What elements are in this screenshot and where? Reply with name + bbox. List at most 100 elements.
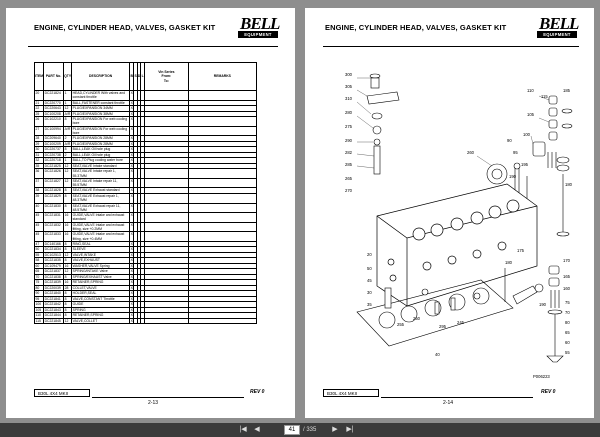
injector-parts [384, 287, 456, 315]
callout-label: 20 [367, 252, 372, 257]
callout-label: 40 [435, 352, 440, 357]
left-page: ENGINE, CYLINDER HEAD, VALVES, GASKET KI… [6, 8, 295, 418]
callout-label: 195 [521, 162, 529, 167]
callout-label: 170 [563, 258, 571, 263]
callout-label: 250 [413, 316, 421, 321]
viewer-toolbar: |◀ ◀ 41 / 335 ▶ ▶| [0, 423, 600, 437]
callout-label: 65 [565, 330, 570, 335]
valve-stack-lower [473, 265, 564, 363]
callout-label: 165 [563, 274, 571, 279]
callout-label: 245 [457, 320, 465, 325]
bell-logo: BELL EQUIPMENT [537, 14, 579, 38]
callout-label: 282 [345, 150, 353, 155]
callout-label: 110 [527, 88, 534, 93]
exploded-parts-diagram: 300 305 310 280 275 290 282 285 260 265 … [345, 72, 573, 379]
parts-table: ITEM PART No. QTY DESCRIPTION B S D L Vi… [33, 62, 257, 325]
callout-label: 30 [367, 290, 372, 295]
callout-label: 90 [507, 138, 512, 143]
right-page: ENGINE, CYLINDER HEAD, VALVES, GASKET KI… [305, 8, 594, 418]
callout-label: 185 [563, 88, 571, 93]
page-number-input[interactable]: 41 [284, 425, 300, 435]
head-gasket [356, 279, 514, 347]
callout-label: 175 [517, 248, 525, 253]
callout-label: 265 [345, 176, 353, 181]
title-rule [28, 46, 278, 47]
callout-label: 270 [345, 188, 353, 193]
callout-label: 55 [565, 350, 570, 355]
callout-label: 95 [513, 150, 518, 155]
callout-label: 260 [467, 150, 475, 155]
callout-label: 300 [345, 72, 353, 77]
diagram-code: P006223 [533, 374, 550, 379]
callout-label: 180 [565, 182, 573, 187]
table-header: ITEM PART No. QTY DESCRIPTION B S D L Vi… [33, 62, 257, 91]
callout-label: 35 [367, 302, 372, 307]
rocker-parts [366, 73, 521, 199]
callout-label: 50 [367, 266, 372, 271]
callout-label: 45 [367, 278, 372, 283]
callout-label: 70 [565, 310, 570, 315]
last-page-button[interactable]: ▶| [346, 426, 354, 433]
callout-label: 160 [563, 286, 571, 291]
page-number: 2-13 [148, 400, 159, 406]
callout-label: 80 [565, 320, 570, 325]
callout-label: 105 [527, 112, 535, 117]
callout-label: 180 [505, 260, 513, 265]
total-pages: / 335 [303, 427, 317, 433]
callout-label: 255 [397, 322, 405, 327]
first-page-button[interactable]: |◀ [239, 426, 247, 433]
cylinder-head [376, 183, 538, 307]
callout-label: 280 [345, 110, 353, 115]
callout-label: 75 [565, 300, 570, 305]
callout-label: 285 [345, 162, 353, 167]
bell-logo: BELL EQUIPMENT [238, 14, 280, 38]
callout-label: 60 [565, 340, 570, 345]
footer-model: B30L 4X4 MKII [34, 389, 90, 397]
callout-label: 100 [523, 132, 531, 137]
callout-label: 115 [541, 94, 548, 99]
callout-label: 295 [439, 324, 447, 329]
callout-label: 190 [509, 174, 517, 179]
callout-label: 305 [345, 84, 353, 89]
callout-label: 275 [345, 124, 353, 129]
prev-page-button[interactable]: ◀ [254, 426, 260, 433]
next-page-button[interactable]: ▶ [332, 426, 338, 433]
right-page-title: ENGINE, CYLINDER HEAD, VALVES, GASKET KI… [325, 23, 507, 32]
left-page-title: ENGINE, CYLINDER HEAD, VALVES, GASKET KI… [34, 23, 216, 32]
callout-label: 310 [345, 96, 353, 101]
revision-label: REV 0 [541, 389, 556, 395]
callout-label: 190 [539, 302, 547, 307]
footer-model: B30L 4X4 MKII [323, 389, 379, 397]
revision-label: REV 0 [250, 389, 265, 395]
